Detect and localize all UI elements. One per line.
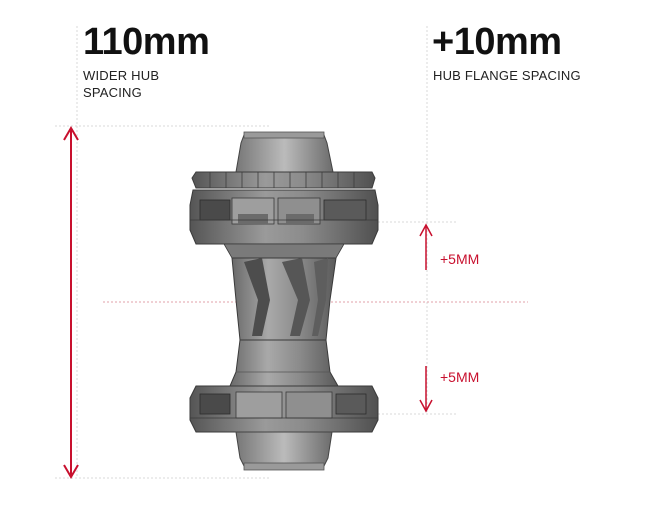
lower-offset-label: +5MM (440, 369, 480, 385)
upper-offset-arrow (419, 223, 433, 270)
lower-offset-arrow (419, 366, 433, 413)
flange-spacing-caption: HUB FLANGE SPACING (433, 68, 581, 83)
overall-width-caption-line1: WIDER HUB (83, 68, 160, 83)
upper-offset-label: +5MM (440, 251, 480, 267)
flange-spacing-value: +10mm (432, 21, 562, 63)
overall-width-caption-line2: SPACING (83, 85, 142, 100)
overall-width-value: 110mm (83, 21, 210, 63)
hub-illustration (189, 131, 379, 471)
overall-width-arrow (63, 126, 79, 479)
